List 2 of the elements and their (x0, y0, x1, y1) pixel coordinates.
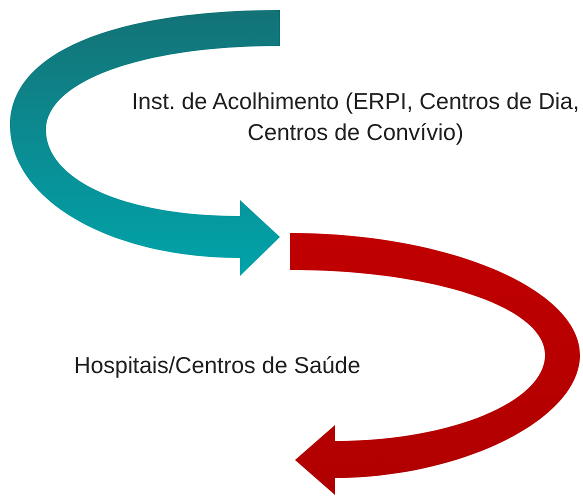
label-text: Hospitais/Centros de Saúde (74, 351, 362, 380)
label-text: Inst. de Acolhimento (ERPI, Centros de Dia, Centros de Convívio) (130, 87, 580, 147)
